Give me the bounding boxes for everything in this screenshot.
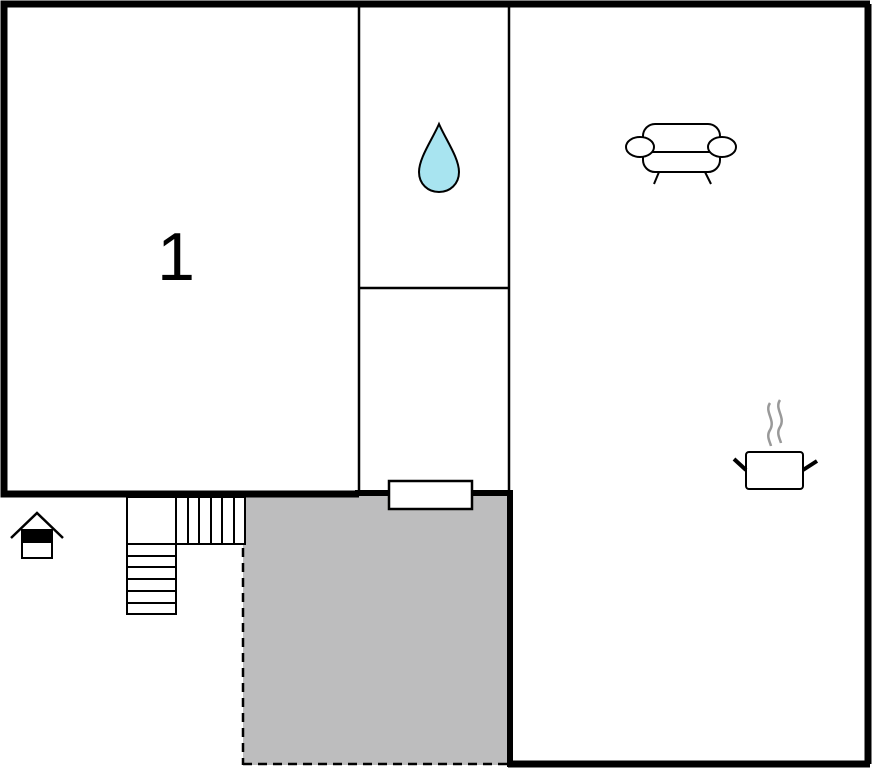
fireplace — [387, 479, 474, 511]
cooking-pot-icon — [732, 399, 819, 490]
room-label-bedroom: 1 — [157, 219, 195, 295]
sofa-icon — [625, 123, 737, 185]
terrace-fill — [243, 493, 510, 765]
water-drop-icon — [417, 121, 461, 194]
stair-landing — [126, 496, 177, 545]
house-entrance-icon — [10, 511, 64, 559]
terrace — [241, 493, 510, 766]
staircase — [126, 496, 246, 615]
